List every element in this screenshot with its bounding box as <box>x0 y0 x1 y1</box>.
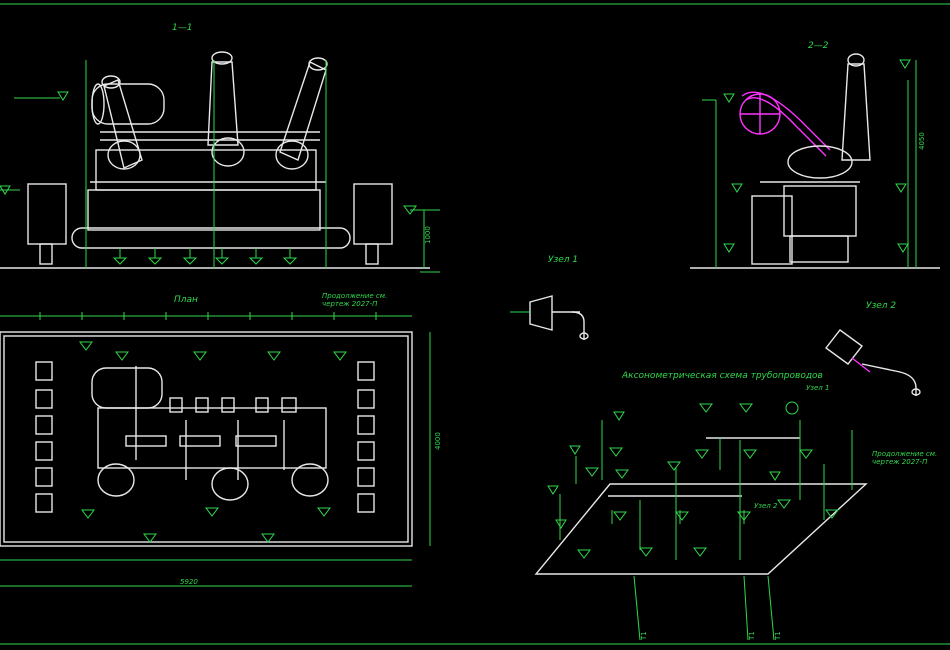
dim-total: 5920 <box>180 578 198 586</box>
node-1-detail: Узел 1 <box>510 255 589 340</box>
axonometric-scheme: Аксонометрическая схема трубопроводов Пр… <box>534 371 937 641</box>
section2-title: 2—2 <box>808 41 829 51</box>
riser-label-1: Т1 <box>640 631 648 641</box>
plan-view: План Продолжение см. чертеж 2027-П 5920 … <box>0 292 442 587</box>
section-2-2: 2—2 4050 <box>690 41 940 269</box>
note-right: Продолжение см. <box>872 450 937 458</box>
node2-callout: Узел 2 <box>754 502 778 510</box>
section1-title: 1—1 <box>172 23 192 33</box>
plan-title: План <box>174 295 198 305</box>
plan-pipe-loop <box>0 331 413 547</box>
node-2-detail: Узел 2 <box>825 301 921 396</box>
svg-text:4000: 4000 <box>434 432 442 450</box>
section-1-1: 1—1 <box>0 23 440 273</box>
node1-callout: Узел 1 <box>806 384 829 392</box>
svg-text:1000: 1000 <box>424 226 432 244</box>
node1-title: Узел 1 <box>548 255 578 265</box>
note-right2: чертеж 2027-П <box>872 458 928 466</box>
axon-title: Аксонометрическая схема трубопроводов <box>621 371 823 381</box>
axon-base-loop <box>534 483 868 575</box>
svg-text:4050: 4050 <box>918 132 926 150</box>
node2-title: Узел 2 <box>866 301 896 311</box>
note-top: Продолжение см. <box>322 292 387 300</box>
riser-label-2: Т1 <box>748 631 756 641</box>
note-top2: чертеж 2027-П <box>322 300 378 308</box>
riser-label-3: Т1 <box>774 631 782 641</box>
